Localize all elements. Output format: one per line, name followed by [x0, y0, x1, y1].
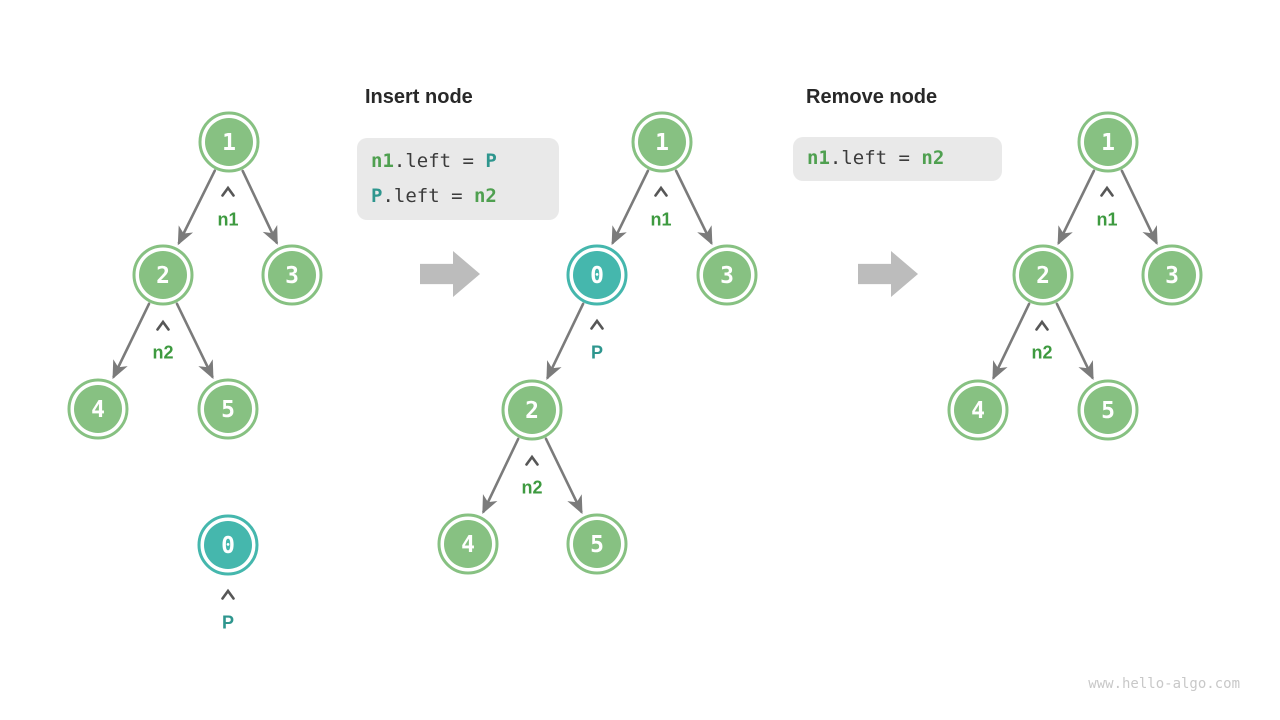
pointer-label-n1: n1 [1096, 209, 1117, 229]
node-value: 3 [720, 263, 734, 289]
pointer-label-P: P [591, 342, 603, 362]
pointer-label-n2: n2 [521, 477, 542, 497]
caret-up-icon [525, 454, 539, 466]
tree-initial-node-0: 0 [197, 514, 259, 576]
node-value: 3 [285, 263, 299, 289]
tree-edge-2-5 [544, 437, 583, 515]
node-value: 0 [221, 533, 235, 559]
tree-after-remove-node-3: 3 [1141, 244, 1203, 306]
code-token: .left = [393, 150, 486, 172]
pointer-label-n2: n2 [1031, 342, 1052, 362]
transform-arrow-1 [420, 251, 480, 297]
pointer-label-P: P [222, 612, 234, 632]
tree-initial-node-3: 3 [261, 244, 323, 306]
node-value: 4 [971, 398, 985, 424]
tree-initial-node-4: 4 [67, 378, 129, 440]
pointer-label-n1: n1 [650, 209, 671, 229]
code-line: n1.left = n2 [807, 141, 988, 176]
tree-after-remove-node-1: 1 [1077, 111, 1139, 173]
code-line: n1.left = P [371, 144, 545, 179]
tree-after-remove-node-5: 5 [1077, 379, 1139, 441]
tree-edge-2-5 [1055, 302, 1094, 381]
code-token: n1 [807, 147, 830, 169]
node-value: 5 [1101, 398, 1115, 424]
code-token: n2 [921, 147, 945, 169]
tree-edge-1-2 [177, 169, 217, 246]
node-value: 2 [156, 263, 170, 289]
tree-edge-0-2 [546, 302, 585, 381]
tree-initial: 1 2 3 4 5 0 n1 n2P [67, 111, 323, 632]
code-token: n1 [371, 150, 394, 172]
node-value: 1 [222, 130, 236, 156]
node-value: 4 [461, 532, 475, 558]
code-token: .left = [829, 147, 922, 169]
code-token: P [485, 150, 497, 172]
tree-edge-2-4 [482, 437, 520, 514]
code-token: .left = [382, 185, 474, 207]
tree-after-insert-node-1: 1 [631, 111, 693, 173]
node-value: 1 [1101, 130, 1115, 156]
tree-after-insert-node-0: 0 [566, 244, 628, 306]
tree-edge-2-4 [992, 302, 1031, 381]
caret-up-icon [1100, 185, 1114, 197]
node-value: 1 [655, 130, 669, 156]
tree-edge-1-3 [1120, 169, 1158, 246]
code-line: P.left = n2 [371, 179, 545, 214]
node-value: 0 [590, 263, 604, 289]
node-value: 3 [1165, 263, 1179, 289]
tree-initial-node-2: 2 [132, 244, 194, 306]
tree-after-insert-node-3: 3 [696, 244, 758, 306]
remove-node-title: Remove node [806, 86, 938, 108]
tree-initial-node-1: 1 [198, 111, 260, 173]
tree-edge-1-0 [611, 169, 650, 246]
tree-edge-2-5 [175, 302, 214, 380]
tree-edge-1-3 [241, 169, 278, 245]
watermark: www.hello-algo.com [1088, 676, 1240, 692]
node-value: 5 [590, 532, 604, 558]
caret-up-icon [156, 319, 170, 331]
node-value: 2 [525, 398, 539, 424]
pointer-label-n2: n2 [152, 342, 173, 362]
tree-after-remove-node-4: 4 [947, 379, 1009, 441]
caret-up-icon [221, 185, 235, 197]
tree-edge-1-2 [1057, 169, 1096, 246]
insert-node-title: Insert node [365, 86, 473, 108]
pointer-label-n1: n1 [217, 209, 238, 229]
tree-initial-node-5: 5 [197, 378, 259, 440]
remove-code-box: n1.left = n2 [793, 137, 1002, 181]
caret-up-icon [654, 185, 668, 197]
tree-after-insert-node-4: 4 [437, 513, 499, 575]
node-value: 5 [221, 397, 235, 423]
code-token: n2 [473, 185, 497, 207]
tree-after-remove-node-2: 2 [1012, 244, 1074, 306]
tree-edge-1-3 [674, 169, 713, 246]
node-value: 4 [91, 397, 105, 423]
tree-after-insert-node-2: 2 [501, 379, 563, 441]
caret-up-icon [221, 588, 235, 600]
caret-up-icon [1035, 319, 1049, 331]
tree-after-insert-node-5: 5 [566, 513, 628, 575]
node-value: 2 [1036, 263, 1050, 289]
code-token: P [371, 185, 383, 207]
caret-up-icon [590, 318, 604, 330]
tree-after-remove: 1 2 3 4 5 n1 n2 [947, 111, 1203, 441]
transform-arrow-2 [858, 251, 918, 297]
tree-edge-2-4 [112, 302, 151, 380]
